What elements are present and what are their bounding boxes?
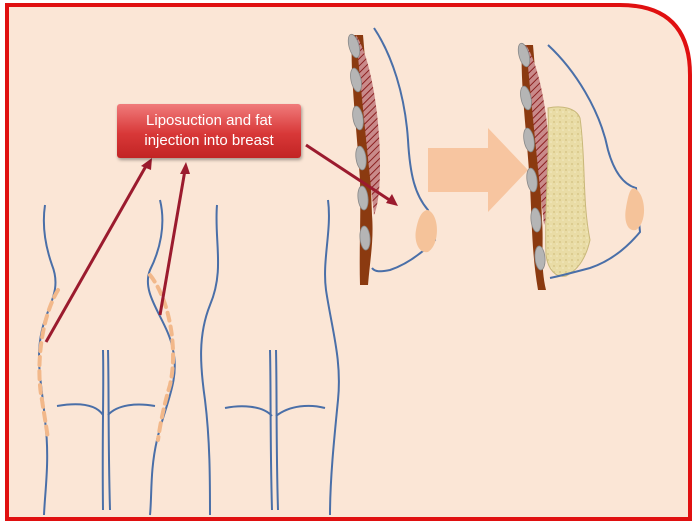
nipple-before — [415, 210, 437, 253]
arrow-to-breast — [305, 143, 392, 203]
left-body-contour-after — [200, 204, 220, 516]
breast-side-view-after — [517, 42, 645, 290]
spine-line-left-after — [269, 349, 273, 511]
arrow-left-donor-head — [141, 158, 152, 170]
pectoral-muscle — [356, 35, 380, 215]
procedure-label-line-1: Liposuction and fat — [146, 112, 272, 129]
buttock-crease-left — [56, 403, 104, 416]
breast-skin-outline-after — [547, 44, 642, 279]
right-body-contour-after — [324, 199, 340, 516]
breast-side-view-before — [347, 27, 437, 285]
arrow-left-donor — [44, 165, 148, 343]
arrow-right-donor — [158, 169, 187, 316]
rib-ovals-after — [517, 42, 546, 271]
buttock-crease-right — [107, 403, 156, 416]
procedure-label-line-2: injection into breast — [144, 132, 274, 149]
back-view-after — [200, 199, 340, 516]
arrow-right-donor-head — [180, 162, 190, 174]
right-arrow-icon — [428, 128, 528, 212]
nipple-after — [625, 188, 645, 231]
pectoral-muscle-after — [526, 45, 550, 225]
arrow-to-breast-head — [386, 194, 398, 206]
spine-line-left — [101, 349, 105, 511]
buttock-crease-right-after — [275, 404, 326, 417]
fat-graft — [545, 106, 591, 277]
breast-skin-outline — [371, 27, 437, 273]
transfer-arrows — [44, 143, 398, 343]
rib-ovals — [347, 33, 371, 251]
spine-line-right — [107, 349, 111, 511]
donor-site-left — [37, 288, 60, 442]
spine-line-right-after — [275, 349, 279, 511]
buttock-crease-left-after — [224, 405, 273, 417]
procedure-label: Liposuction and fat injection into breas… — [117, 104, 301, 158]
